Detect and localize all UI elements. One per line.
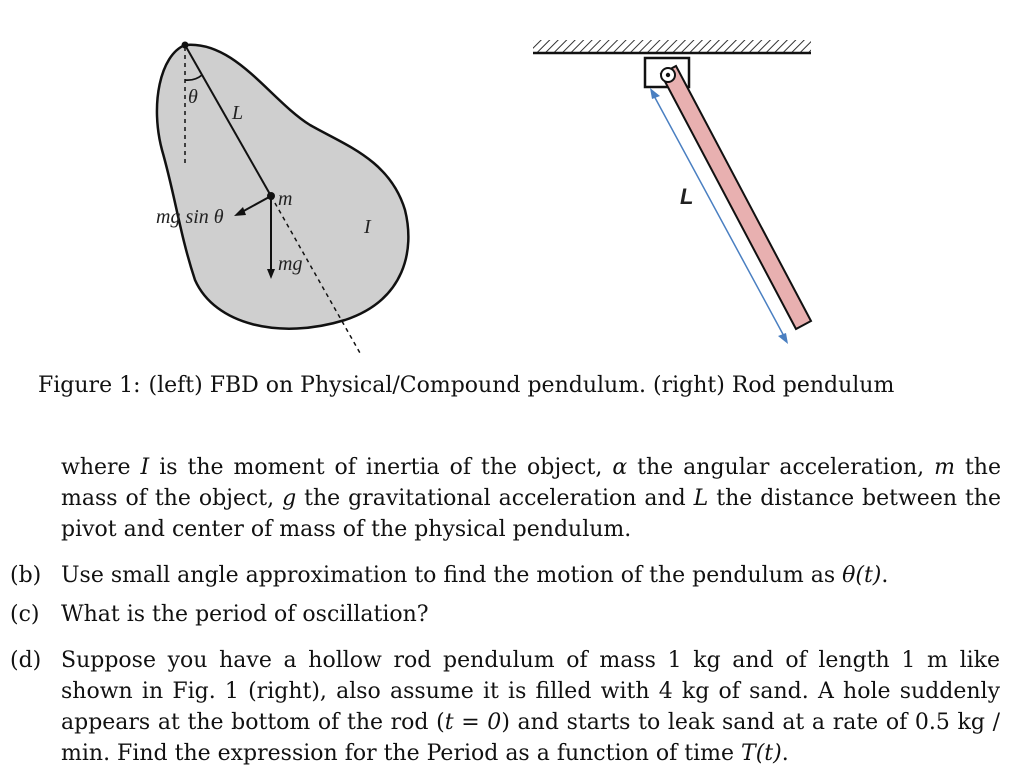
- theta-arc: [184, 74, 203, 82]
- math-alpha: α: [612, 455, 628, 480]
- figure-left-physical-pendulum: θ L m mg sin θ mg I: [140, 35, 430, 360]
- theta-label: θ: [188, 86, 198, 108]
- math-period-function: T(t): [741, 741, 782, 766]
- dimension-arrowhead-top: [650, 88, 660, 99]
- question-item-b: (b) Use small angle approximation to fin…: [10, 560, 1000, 591]
- dimension-arrowhead-bottom: [778, 333, 788, 344]
- text-fragment: the mass of the object,: [61, 455, 1001, 511]
- mass-label: m: [278, 188, 292, 210]
- restoring-force-label: mg sin θ: [156, 206, 224, 228]
- math-length: L: [693, 486, 709, 511]
- rod-pendulum-diagram: L: [533, 40, 813, 344]
- pivot-dot: [665, 72, 671, 78]
- item-text: Use small angle approximation to find th…: [61, 560, 1000, 591]
- extension-dashed: [270, 195, 361, 354]
- ceiling-hatch: [533, 40, 811, 52]
- text-fragment: the angular acceleration,: [627, 455, 935, 480]
- figure-caption: Figure 1: (left) FBD on Physical/Compound…: [38, 371, 998, 401]
- math-mass: m: [934, 455, 955, 480]
- text-fragment: Suppose you have a hollow rod pendulum o…: [61, 648, 1000, 735]
- question-item-c: (c) What is the period of oscillation?: [10, 599, 1000, 630]
- math-t-equals-0: t = 0: [444, 710, 502, 735]
- caption-text: (left) FBD on Physical/Compound pendulum…: [148, 373, 895, 398]
- math-gravity: g: [282, 486, 297, 511]
- text-fragment: the distance between the pivot and cente…: [61, 486, 1001, 542]
- text-fragment: .: [881, 563, 889, 588]
- item-text: What is the period of oscillation?: [61, 602, 429, 627]
- restoring-force-arrow: [239, 195, 272, 214]
- text-fragment: Use small angle approximation to find th…: [61, 563, 843, 588]
- item-tag: (c): [10, 602, 40, 627]
- figure-right-rod-pendulum: L: [525, 30, 825, 350]
- physical-pendulum-diagram: θ L m mg sin θ mg I: [155, 41, 410, 354]
- item-text: Suppose you have a hollow rod pendulum o…: [61, 645, 1000, 769]
- text-fragment: the gravitational acceleration and: [296, 486, 694, 511]
- text-fragment: is the moment of inertia of the object,: [149, 455, 613, 480]
- pendulum-body: [155, 43, 410, 330]
- weight-label: mg: [278, 253, 302, 275]
- restoring-force-arrowhead: [234, 207, 246, 216]
- caption-label: Figure 1:: [38, 373, 141, 398]
- text-fragment: where: [61, 455, 141, 480]
- length-dimension-line: [652, 93, 786, 339]
- item-tag: (d): [10, 648, 42, 673]
- length-label: L: [231, 102, 243, 124]
- math-theta-of-t: θ(t): [842, 563, 882, 588]
- intro-paragraph: where I is the moment of inertia of the …: [61, 452, 1001, 545]
- rod-length-label: L: [680, 184, 693, 209]
- text-fragment: .: [781, 741, 789, 766]
- length-line: [184, 44, 272, 197]
- math-inertia: I: [140, 455, 150, 480]
- inertia-label: I: [363, 216, 372, 238]
- text-fragment: ) and starts to leak sand at a rate of 0…: [61, 710, 1000, 766]
- item-tag: (b): [10, 563, 42, 588]
- question-item-d: (d) Suppose you have a hollow rod pendul…: [10, 645, 1000, 769]
- weight-arrowhead: [267, 269, 275, 279]
